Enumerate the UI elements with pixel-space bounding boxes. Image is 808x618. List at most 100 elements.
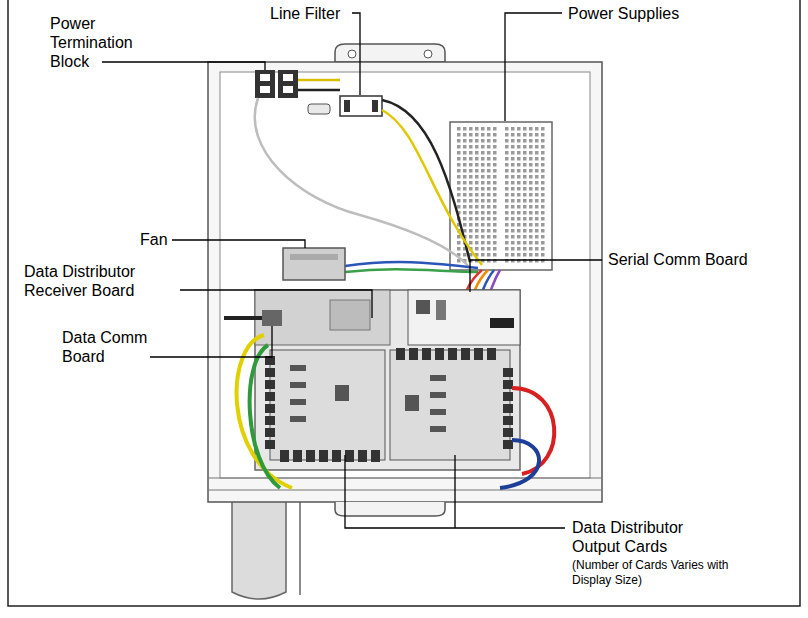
mount-hole <box>424 50 432 58</box>
leader-line <box>470 260 602 292</box>
conduit <box>232 488 300 599</box>
housing <box>208 44 602 516</box>
cables <box>224 318 554 488</box>
connector <box>306 450 315 462</box>
chip <box>290 416 306 422</box>
connector <box>371 450 380 462</box>
frame-line <box>8 0 800 606</box>
part-label: Data Comm Board <box>62 328 157 366</box>
cable <box>512 388 554 474</box>
cable <box>250 345 280 488</box>
connector <box>319 450 328 462</box>
wire <box>255 98 470 268</box>
chip <box>335 385 349 401</box>
fan <box>283 248 345 280</box>
wiring <box>255 80 500 292</box>
leader-line <box>172 240 305 248</box>
connector <box>265 380 275 389</box>
fan-slot <box>290 254 338 260</box>
chip <box>290 365 306 371</box>
wire <box>298 79 340 82</box>
chip <box>430 392 446 398</box>
leader-line <box>180 290 372 318</box>
electronics <box>255 290 520 470</box>
mount-plate <box>255 290 520 470</box>
connector <box>503 428 513 437</box>
serial-chip <box>436 300 446 320</box>
receiver-module <box>330 300 370 330</box>
part-label: Power Termination Block <box>50 14 150 71</box>
mount-tab <box>335 44 445 62</box>
housing-flange <box>208 478 602 490</box>
connector <box>422 348 431 360</box>
chip <box>290 382 306 388</box>
leader-line <box>345 455 565 528</box>
note-text: (Number of Cards Varies with Display Siz… <box>572 558 732 588</box>
terminal-screw <box>260 86 270 93</box>
housing-body <box>208 62 602 502</box>
connector <box>503 440 513 449</box>
wire <box>490 270 500 292</box>
connector <box>345 450 354 462</box>
leader-line <box>505 13 562 121</box>
part-label: Serial Comm Board <box>608 250 748 269</box>
mount-hole <box>348 50 356 58</box>
connector <box>461 348 470 360</box>
card-connectors <box>265 348 513 462</box>
terminal-screw <box>283 86 293 93</box>
connector <box>503 404 513 413</box>
output-card <box>390 350 510 460</box>
connector <box>503 392 513 401</box>
connector <box>265 392 275 401</box>
mount-tab <box>335 502 445 516</box>
terminal <box>278 70 298 98</box>
serial-chip <box>416 300 430 314</box>
leader-line <box>352 13 360 95</box>
connector <box>293 450 302 462</box>
cable <box>500 440 539 488</box>
filter-body <box>340 96 382 116</box>
serial-display <box>490 318 514 328</box>
chip <box>430 409 446 415</box>
connector <box>265 404 275 413</box>
chip <box>430 375 446 381</box>
line-filter <box>308 96 382 116</box>
leader-lines <box>102 13 602 528</box>
connector <box>358 450 367 462</box>
wire <box>345 269 478 272</box>
wire <box>382 110 482 265</box>
output-card <box>270 350 385 460</box>
terminal-screw <box>283 74 293 81</box>
connector <box>265 368 275 377</box>
connector <box>503 368 513 377</box>
part-label: Power Supplies <box>568 4 679 23</box>
part-label: Fan <box>140 230 168 249</box>
part-label: Data Distributor Output Cards <box>572 518 722 556</box>
terminal-block <box>255 70 298 98</box>
fan-body <box>283 248 345 280</box>
connector <box>474 348 483 360</box>
data-comm-board <box>262 310 282 326</box>
receiver-board <box>255 290 390 345</box>
connector <box>503 416 513 425</box>
connector <box>503 380 513 389</box>
connector <box>280 450 289 462</box>
chip <box>290 399 306 405</box>
filter-pin <box>344 100 350 112</box>
chip <box>430 426 446 432</box>
psu-grille <box>455 127 497 265</box>
connector <box>409 348 418 360</box>
card-chips <box>290 365 446 432</box>
psu-grille <box>504 127 547 265</box>
page-frame <box>8 0 800 606</box>
terminal-screw <box>260 74 270 81</box>
leader-line <box>102 62 265 70</box>
connector <box>265 428 275 437</box>
cable <box>237 335 292 488</box>
ground-lug <box>308 104 330 114</box>
cable <box>224 316 262 320</box>
terminal <box>255 70 275 98</box>
connector <box>265 416 275 425</box>
filter-pin <box>372 100 378 112</box>
part-label: Line Filter <box>270 4 340 23</box>
